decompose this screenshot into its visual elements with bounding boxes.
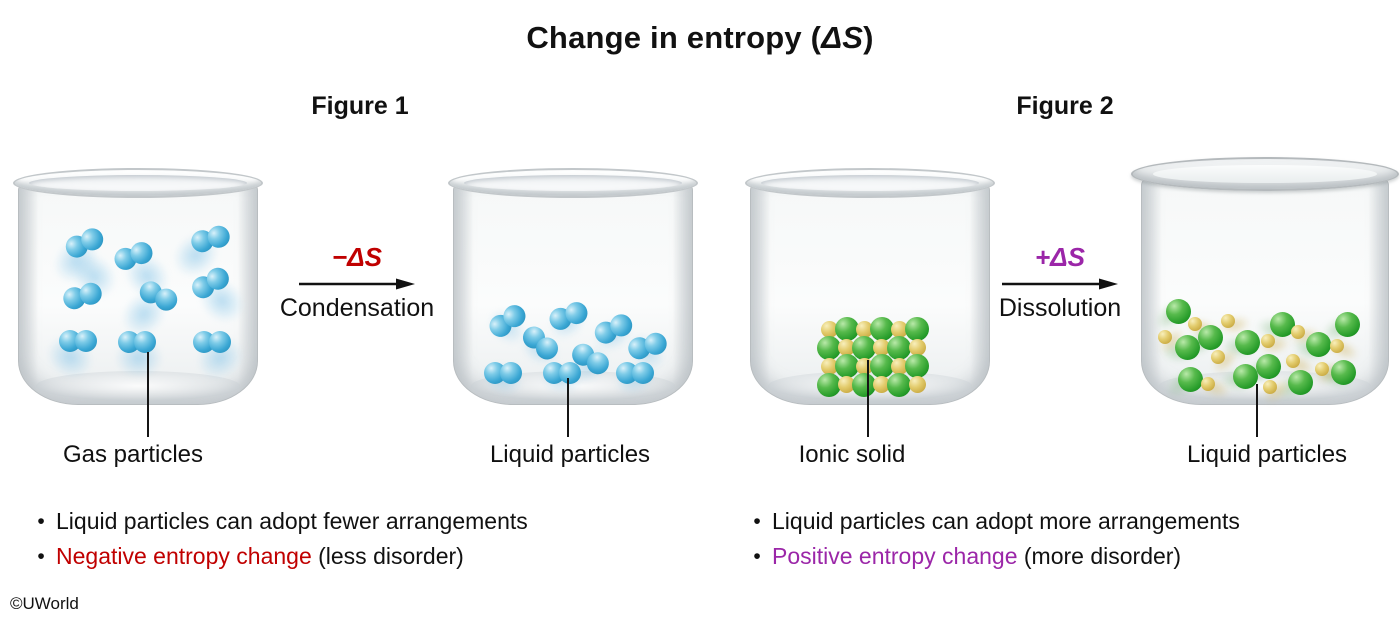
note-text: Negative entropy change (less disorder) [56,543,464,569]
beaker-rim [745,168,995,198]
bullet-icon: • [753,510,761,533]
beaker-lid [1131,157,1399,191]
beaker-gas [13,168,263,405]
delta-s-symbol: ΔS [821,20,864,55]
dissolved-particle-layer [1141,163,1389,409]
liquid-particle-layer [453,168,693,405]
gas-particle-layer [18,168,258,405]
beaker-ionic-solid [745,168,995,405]
ionic-solid-layer [750,168,990,405]
figure2-notes: • Liquid particles can adopt more arrang… [742,504,1400,574]
liquid-particles-label1: Liquid particles [489,441,651,468]
beaker-rim [448,168,698,198]
process-condensation: −ΔS Condensation [272,242,442,323]
note-row: • Liquid particles can adopt more arrang… [742,504,1400,539]
bullet-icon: • [37,510,45,533]
uworld-credit: ©UWorld [10,594,79,613]
process-dissolution: +ΔS Dissolution [975,242,1145,323]
note-row: • Liquid particles can adopt fewer arran… [26,504,726,539]
note-highlight: Negative entropy change [56,543,312,569]
figure1-notes: • Liquid particles can adopt fewer arran… [26,504,726,574]
pointer-line-liquid1 [567,378,569,437]
delta-s-positive: +ΔS [1035,242,1085,272]
pointer-line-solid [867,360,869,437]
note-text: Liquid particles can adopt more arrangem… [772,508,1240,534]
note-row: • Negative entropy change (less disorder… [26,539,726,574]
bullet-icon: • [753,545,761,568]
note-row: • Positive entropy change (more disorder… [742,539,1400,574]
beaker-rim [13,168,263,198]
bullet-icon: • [37,545,45,568]
right-arrow-icon [1002,278,1118,290]
note-text: Liquid particles can adopt fewer arrange… [56,508,528,534]
liquid-particles-label2: Liquid particles [1186,441,1348,468]
beaker-dissolved [1131,157,1399,409]
ionic-solid-label: Ionic solid [798,441,906,468]
delta-s-negative: −ΔS [332,242,382,272]
right-arrow-icon [299,278,415,290]
note-highlight: Positive entropy change [772,543,1018,569]
gas-particles-label: Gas particles [62,441,204,468]
page-title: Change in entropy (ΔS) [526,20,874,55]
title-text: Change in entropy ( [526,20,822,55]
condensation-label: Condensation [279,294,435,322]
pointer-line-gas [147,352,149,437]
pointer-line-liquid2 [1256,384,1258,437]
note-text: Positive entropy change (more disorder) [772,543,1182,569]
dissolution-label: Dissolution [998,294,1122,322]
beaker-liquid-blue [448,168,698,405]
figure1-label: Figure 1 [311,92,409,120]
figure2-label: Figure 2 [1016,92,1114,120]
